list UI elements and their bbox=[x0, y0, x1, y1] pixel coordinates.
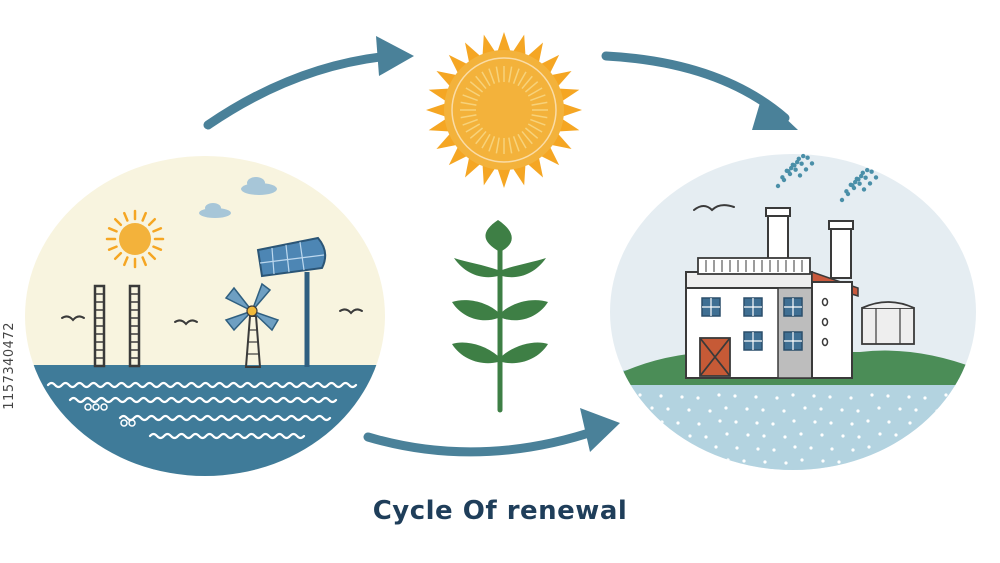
arrow-to-sun bbox=[203, 36, 414, 130]
sun-icon bbox=[426, 32, 582, 188]
cloud-icon bbox=[199, 177, 277, 218]
renewable-energy-scene bbox=[25, 156, 385, 476]
solar-panel-icon bbox=[256, 236, 327, 367]
smokestack-icon bbox=[93, 284, 141, 368]
leaf-icon bbox=[452, 220, 548, 413]
arrows bbox=[203, 36, 798, 457]
arrow-from-sun bbox=[601, 51, 798, 130]
factory-scene bbox=[610, 153, 976, 470]
storage-tank-icon bbox=[861, 301, 915, 345]
factory-icon bbox=[685, 257, 859, 379]
bird-icon bbox=[61, 308, 363, 326]
diagram-caption: Cycle Of renewal bbox=[372, 496, 628, 526]
arrow-bottom bbox=[363, 408, 620, 457]
sun-icon bbox=[105, 209, 165, 269]
wind-turbine-icon bbox=[224, 282, 280, 368]
bird-icon bbox=[693, 204, 735, 212]
water-waves-icon bbox=[46, 381, 358, 440]
stock-id-label: 1157340472 bbox=[2, 322, 17, 410]
